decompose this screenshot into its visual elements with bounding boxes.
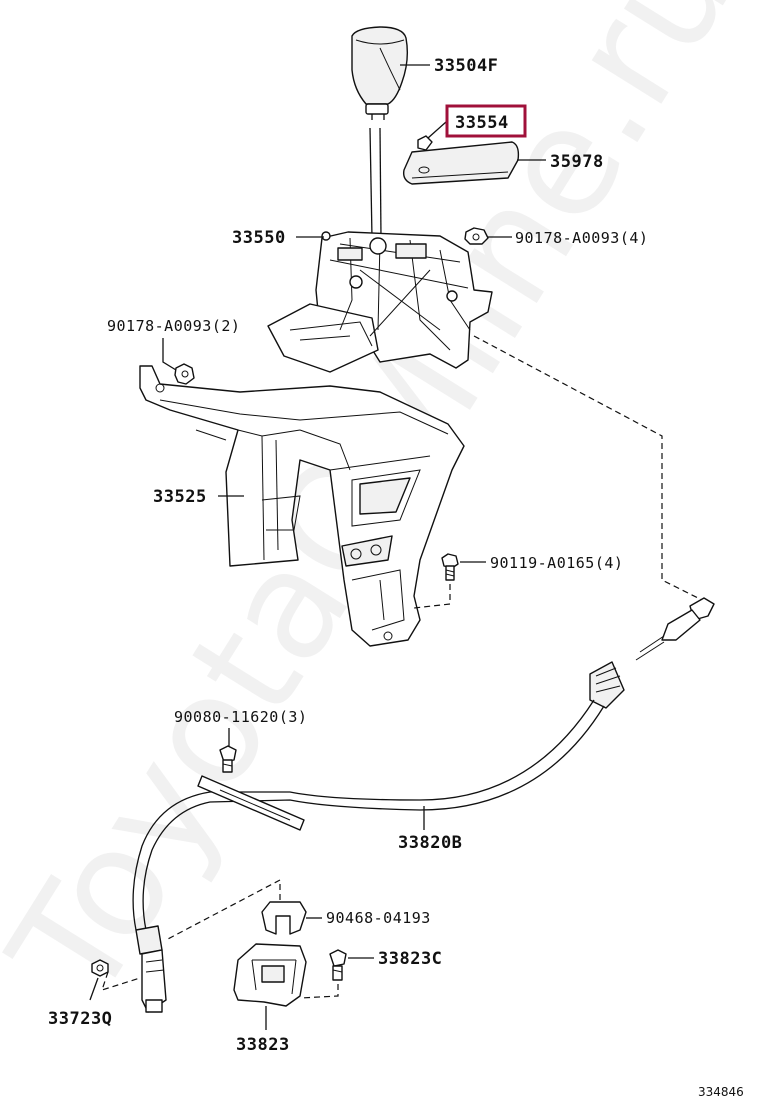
label-nut-right[interactable]: 90178-A0093(4): [515, 229, 648, 247]
label-cable[interactable]: 33820B: [398, 833, 462, 853]
diagram-number: 334846: [698, 1085, 744, 1099]
label-bolt-right[interactable]: 90119-A0165(4): [490, 554, 623, 572]
part-nut-left[interactable]: [174, 363, 195, 385]
shift-rod: [369, 127, 382, 239]
label-nut-left[interactable]: 90178-A0093(2): [107, 317, 240, 335]
label-screw[interactable]: 90080-11620(3): [174, 708, 307, 726]
label-cover[interactable]: 35978: [550, 152, 604, 172]
dash-bolt-lower: [299, 984, 339, 999]
part-bracket[interactable]: [139, 365, 465, 647]
label-bracket[interactable]: 33525: [153, 487, 207, 507]
part-bolt-lower[interactable]: [329, 949, 347, 981]
part-cover[interactable]: [402, 141, 520, 185]
label-knob[interactable]: 33504F: [434, 56, 498, 76]
leader-nut-left: [162, 338, 177, 371]
label-bolt-lower[interactable]: 33823C: [378, 949, 442, 969]
part-nut-right[interactable]: [464, 227, 489, 245]
label-lever-assy[interactable]: 33550: [232, 228, 286, 248]
label-clip[interactable]: 90468-04193: [326, 909, 431, 927]
part-cable[interactable]: [132, 597, 715, 1013]
part-bolt-right[interactable]: [441, 553, 459, 581]
label-button[interactable]: 33554: [455, 113, 509, 133]
label-nut-lower[interactable]: 33723Q: [48, 1009, 112, 1029]
part-clip[interactable]: [261, 901, 307, 935]
highlight-box: [445, 104, 527, 138]
dash-nut-lower: [101, 971, 141, 991]
dash-clip: [165, 879, 281, 941]
leader-nut-lower: [89, 977, 99, 1001]
leader-button: [427, 121, 447, 139]
dash-lever-cable: [473, 335, 707, 603]
part-retainer[interactable]: [233, 943, 307, 1007]
label-retainer[interactable]: 33823: [236, 1035, 290, 1055]
dash-bolt-right: [413, 584, 451, 609]
part-lever-assy[interactable]: [267, 231, 493, 373]
part-knob[interactable]: [351, 26, 409, 120]
part-nut-lower[interactable]: [91, 959, 109, 977]
part-screw[interactable]: [219, 745, 237, 773]
part-button[interactable]: [417, 135, 433, 151]
